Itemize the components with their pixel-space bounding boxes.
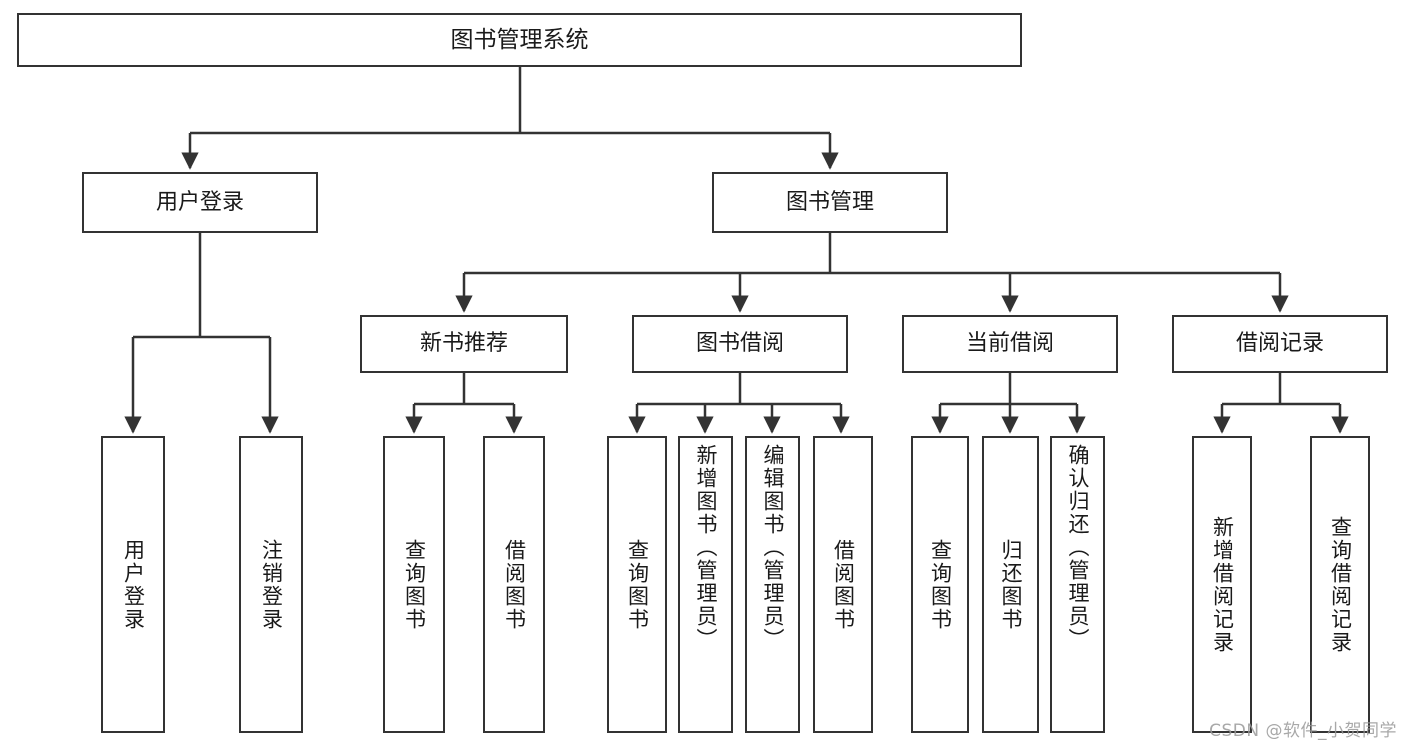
leaf-current-borrow-confirm-return-admin[interactable]: 确认归还（管理员） [1050, 436, 1105, 733]
node-new-book-recommend[interactable]: 新书推荐 [360, 315, 568, 373]
node-user-login[interactable]: 用户登录 [82, 172, 318, 233]
leaf-book-borrow-query-book[interactable]: 查询图书 [607, 436, 667, 733]
leaf-book-borrow-borrow-book[interactable]: 借阅图书 [813, 436, 873, 733]
leaf-new-book-borrow-book[interactable]: 借阅图书 [483, 436, 545, 733]
node-book-management[interactable]: 图书管理 [712, 172, 948, 233]
node-book-borrow[interactable]: 图书借阅 [632, 315, 848, 373]
node-borrow-record[interactable]: 借阅记录 [1172, 315, 1388, 373]
node-root[interactable]: 图书管理系统 [17, 13, 1022, 67]
leaf-borrow-record-add-record[interactable]: 新增借阅记录 [1192, 436, 1252, 733]
leaf-user-login-login[interactable]: 用户登录 [101, 436, 165, 733]
leaf-book-borrow-add-book-admin[interactable]: 新增图书（管理员） [678, 436, 733, 733]
leaf-user-login-logout[interactable]: 注销登录 [239, 436, 303, 733]
leaf-current-borrow-query-book[interactable]: 查询图书 [911, 436, 969, 733]
watermark-text: CSDN @软件_小贺同学 [1209, 721, 1397, 741]
leaf-borrow-record-query-record[interactable]: 查询借阅记录 [1310, 436, 1370, 733]
node-current-borrow[interactable]: 当前借阅 [902, 315, 1118, 373]
leaf-book-borrow-edit-book-admin[interactable]: 编辑图书（管理员） [745, 436, 800, 733]
leaf-current-borrow-return-book[interactable]: 归还图书 [982, 436, 1039, 733]
leaf-new-book-query-book[interactable]: 查询图书 [383, 436, 445, 733]
